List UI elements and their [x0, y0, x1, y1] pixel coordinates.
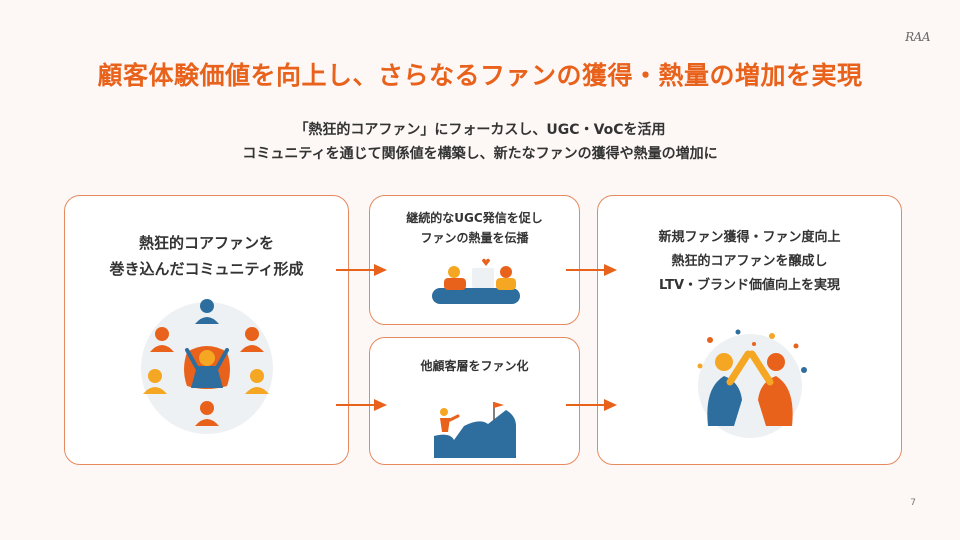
subtitle-line-2: コミュニティを通じて関係値を構築し、新たなファンの獲得や熱量の増加に — [0, 142, 960, 166]
community-card-line-1: 熱狂的コアファンを — [65, 230, 348, 256]
ugc-card-line-1: 継続的なUGC発信を促し — [370, 208, 579, 228]
community-illustration — [127, 296, 287, 436]
community-card: 熱狂的コアファンを 巻き込んだコミュニティ形成 — [64, 195, 349, 465]
page-title: 顧客体験価値を向上し、さらなるファンの獲得・熱量の増加を実現 — [0, 56, 960, 92]
result-card-text: 新規ファン獲得・ファン度向上 熱狂的コアファンを醸成し LTV・ブランド価値向上… — [598, 226, 901, 298]
subtitle-line-1: 「熱狂的コアファン」にフォーカスし、UGC・VoCを活用 — [0, 118, 960, 142]
arrow-right-icon — [566, 263, 618, 277]
result-card-line-2: 熱狂的コアファンを醸成し — [598, 250, 901, 274]
climbing-illustration — [430, 396, 520, 460]
result-card: 新規ファン獲得・ファン度向上 熱狂的コアファンを醸成し LTV・ブランド価値向上… — [597, 195, 902, 465]
community-card-line-2: 巻き込んだコミュニティ形成 — [65, 256, 348, 282]
result-card-line-3: LTV・ブランド価値向上を実現 — [598, 274, 901, 298]
arrow-right-icon — [336, 263, 388, 277]
company-logo: RAA — [905, 30, 930, 44]
core-fan-icon — [184, 346, 230, 389]
new-fans-card-text: 他顧客層をファン化 — [370, 356, 579, 376]
arrow-right-icon — [566, 398, 618, 412]
ugc-card-text: 継続的なUGC発信を促し ファンの熱量を伝播 — [370, 208, 579, 248]
ugc-card-line-2: ファンの熱量を伝播 — [370, 228, 579, 248]
arrow-right-icon — [336, 398, 388, 412]
ugc-illustration — [426, 258, 526, 308]
community-card-text: 熱狂的コアファンを 巻き込んだコミュニティ形成 — [65, 230, 348, 282]
ugc-card: 継続的なUGC発信を促し ファンの熱量を伝播 — [369, 195, 580, 325]
new-fans-card-line-1: 他顧客層をファン化 — [370, 356, 579, 376]
result-card-line-1: 新規ファン獲得・ファン度向上 — [598, 226, 901, 250]
page-subtitle: 「熱狂的コアファン」にフォーカスし、UGC・VoCを活用 コミュニティを通じて関… — [0, 118, 960, 166]
celebration-illustration — [680, 326, 820, 438]
page-number: 7 — [910, 498, 916, 508]
new-fans-card: 他顧客層をファン化 — [369, 337, 580, 465]
